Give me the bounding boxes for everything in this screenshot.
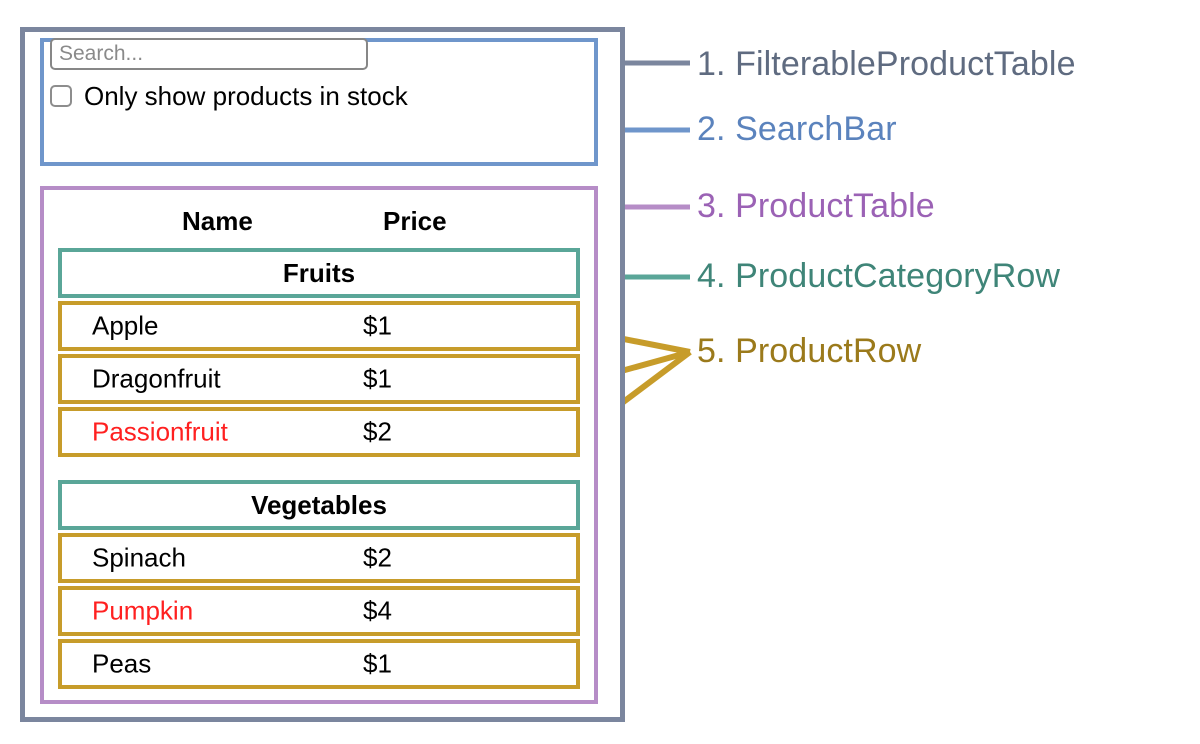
product-table-header: Name Price [58, 199, 580, 243]
category-label: Vegetables [251, 489, 387, 520]
product-name: Dragonfruit [92, 363, 221, 394]
product-category-row: Fruits [58, 248, 580, 298]
legend-item-filterable-product-table: 1. FilterableProductTable [697, 45, 1076, 83]
in-stock-checkbox[interactable] [50, 85, 72, 107]
product-row: Apple $1 [58, 301, 580, 351]
product-price: $2 [363, 542, 392, 573]
product-name: Passionfruit [92, 416, 228, 447]
product-name: Apple [92, 310, 159, 341]
product-price: $1 [363, 363, 392, 394]
legend-item-product-category-row: 4. ProductCategoryRow [697, 257, 1061, 295]
product-price: $1 [363, 310, 392, 341]
product-price: $1 [363, 648, 392, 679]
column-header-name: Name [182, 205, 253, 236]
product-table-rows: Fruits Apple $1 Dragonfruit $1 Passionfr… [58, 248, 580, 692]
product-row: Peas $1 [58, 639, 580, 689]
product-price: $4 [363, 595, 392, 626]
legend-item-search-bar: 2. SearchBar [697, 110, 897, 148]
product-row: Dragonfruit $1 [58, 354, 580, 404]
column-header-price: Price [383, 205, 447, 236]
legend-item-product-table: 3. ProductTable [697, 187, 935, 225]
in-stock-filter-row[interactable]: Only show products in stock [50, 83, 408, 109]
product-price: $2 [363, 416, 392, 447]
product-row: Passionfruit $2 [58, 407, 580, 457]
product-name: Pumpkin [92, 595, 194, 626]
in-stock-checkbox-label: Only show products in stock [84, 81, 408, 111]
search-input[interactable] [50, 38, 368, 70]
product-row: Pumpkin $4 [58, 586, 580, 636]
product-name: Peas [92, 648, 152, 679]
legend-item-product-row: 5. ProductRow [697, 332, 922, 370]
row-group-spacer [58, 460, 580, 480]
product-category-row: Vegetables [58, 480, 580, 530]
product-name: Spinach [92, 542, 186, 573]
category-label: Fruits [282, 257, 356, 288]
product-row: Spinach $2 [58, 533, 580, 583]
